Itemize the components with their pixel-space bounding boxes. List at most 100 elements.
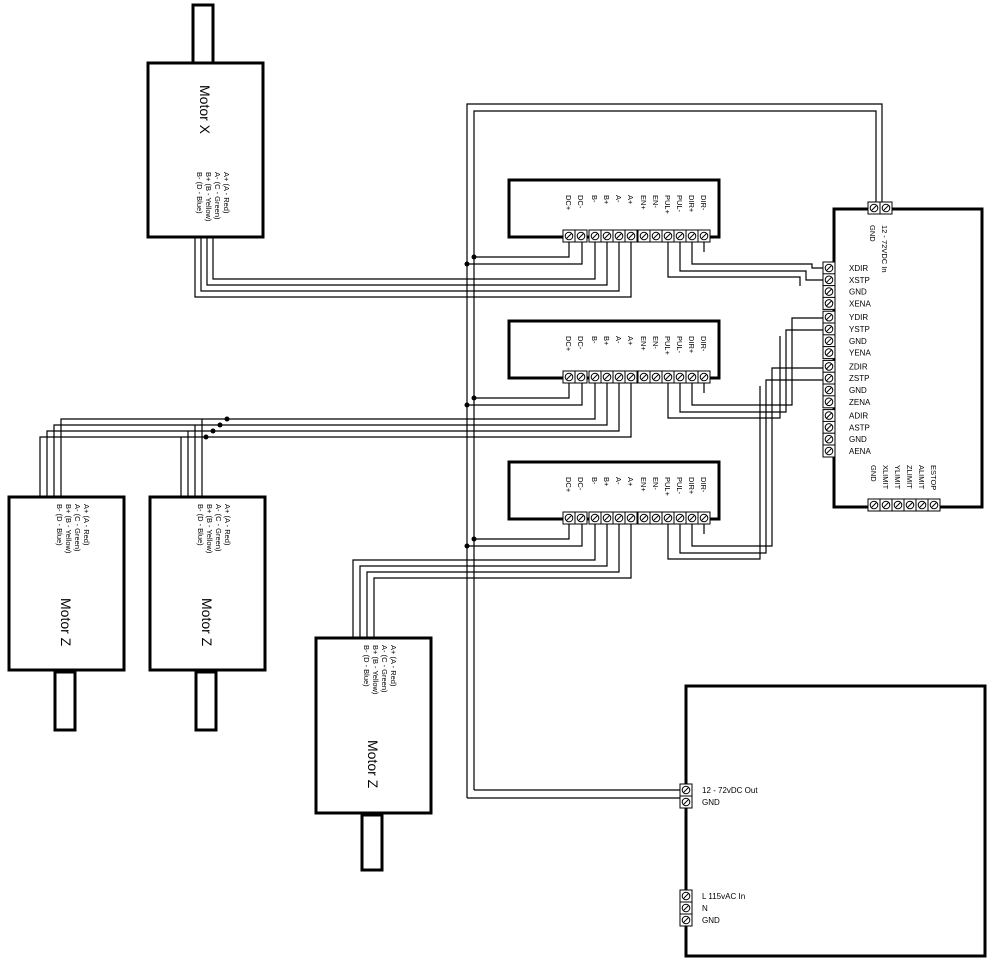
motor-x-wire [194,237,632,298]
axis-pin-label: ADIR [849,412,868,421]
driver-pin-label: B- [590,195,599,203]
screw-slot [677,233,683,239]
dc-wire [474,524,570,540]
motor-pin-label: B- (D - Blue) [195,172,204,214]
screw-slot [628,374,634,380]
driver-pin-label: DC+ [564,477,573,493]
motor-pin-label: A- (C - Green) [73,504,82,552]
screw-slot [677,374,683,380]
signal-wire [679,242,823,281]
motor-pin-label: A- (C - Green) [214,504,223,552]
driver-pin-label: B+ [602,336,611,346]
motor-title: Motor Z [58,598,74,647]
motor-shaft [191,3,215,65]
junction-dot [471,395,477,401]
driver-pin-label: DIR+ [687,336,696,354]
signal-wire [679,379,823,554]
motor-z3-wire [366,524,620,638]
screw-slot [826,337,832,344]
motor-shaft [194,670,218,732]
screw-slot [604,374,610,380]
dc-wire [467,524,583,547]
screw-slot [826,300,832,307]
motor-title: Motor Z [365,740,381,789]
screw-slot [604,233,610,239]
axis-pin-label: ZSTP [849,374,869,383]
driver-pin-label: EN- [651,195,660,208]
power-label: GND [868,225,877,242]
screw-slot [931,502,937,508]
screw-slot [826,436,832,443]
screw-slot [826,314,832,321]
motor-z-wire [46,383,620,497]
screw-slot [592,515,598,521]
motor-pin-label: A- (C - Green) [213,172,222,220]
motor-pin-label: B- (D - Blue) [55,504,64,546]
motor-z3-wire [359,524,608,638]
power-label: 12 - 72VDC In [880,225,889,273]
screw-slot [616,515,622,521]
power-bus-wire [473,110,877,790]
psu-out-label: GND [702,798,720,807]
driver-pin-label: DC+ [564,195,573,211]
axis-pin-label: GND [849,386,867,395]
motor-pin-label: B+ (B - Yellow) [205,504,214,554]
psu-in-label: L 115vAC In [702,892,745,901]
motor-pin-label: B+ (B - Yellow) [204,172,213,222]
screw-slot [683,905,689,911]
stepper-driver-3 [507,460,721,521]
screw-slot [701,233,707,239]
screw-slot [826,288,832,295]
screw-slot [616,233,622,239]
screw-slot [641,515,647,521]
driver-pin-label: B+ [602,477,611,487]
screw-slot [883,502,889,508]
screw-slot [616,374,622,380]
screw-slot [604,515,610,521]
screw-slot [653,515,659,521]
axis-pin-label: XENA [849,299,871,308]
junction-dot [464,402,470,408]
junction-dot [464,543,470,549]
screw-slot [701,515,707,521]
signal-wire [691,367,823,547]
motor-pin-label: B+ (B - Yellow) [64,504,73,554]
screw-slot [653,374,659,380]
screw-slot [826,424,832,431]
dc-wire [467,383,583,406]
axis-pin-label: YSTP [849,325,870,334]
driver-pin-label: EN- [651,477,660,490]
driver-pin-label: A+ [626,195,635,205]
screw-slot [578,233,584,239]
junction-dot [217,422,223,428]
motor-pin-label: B- (D - Blue) [196,504,205,546]
axis-pin-label: GND [849,435,867,444]
junction-dot [210,428,216,434]
motor-pin-label: A+ (A - Red) [222,172,231,214]
screw-slot [683,787,689,793]
junction-dot [464,261,470,267]
motor-z3-wire [373,524,632,638]
driver-pin-label: B- [590,336,599,344]
driver-pin-label: DIR- [699,195,708,211]
screw-slot [677,515,683,521]
screw-slot [641,233,647,239]
signal-wire [667,336,781,419]
screw-slot [826,276,832,283]
screw-slot [566,233,572,239]
axis-pin-label: YENA [849,349,871,358]
screw-slot [683,893,689,899]
screw-slot [826,448,832,454]
screw-slot [826,387,832,393]
motor-z-wire [60,383,596,497]
input-pin-label: YLIMIT [893,465,902,490]
screw-slot [689,233,695,239]
screw-slot [665,233,671,239]
motor-pin-label: A+ (A - Red) [82,504,91,546]
signal-wire [679,329,823,413]
input-pin-label: ZLIMIT [905,465,914,489]
screw-slot [689,374,695,380]
signal-wire [667,386,761,560]
motor-x-wire [206,237,608,286]
dc-wire [467,242,583,265]
